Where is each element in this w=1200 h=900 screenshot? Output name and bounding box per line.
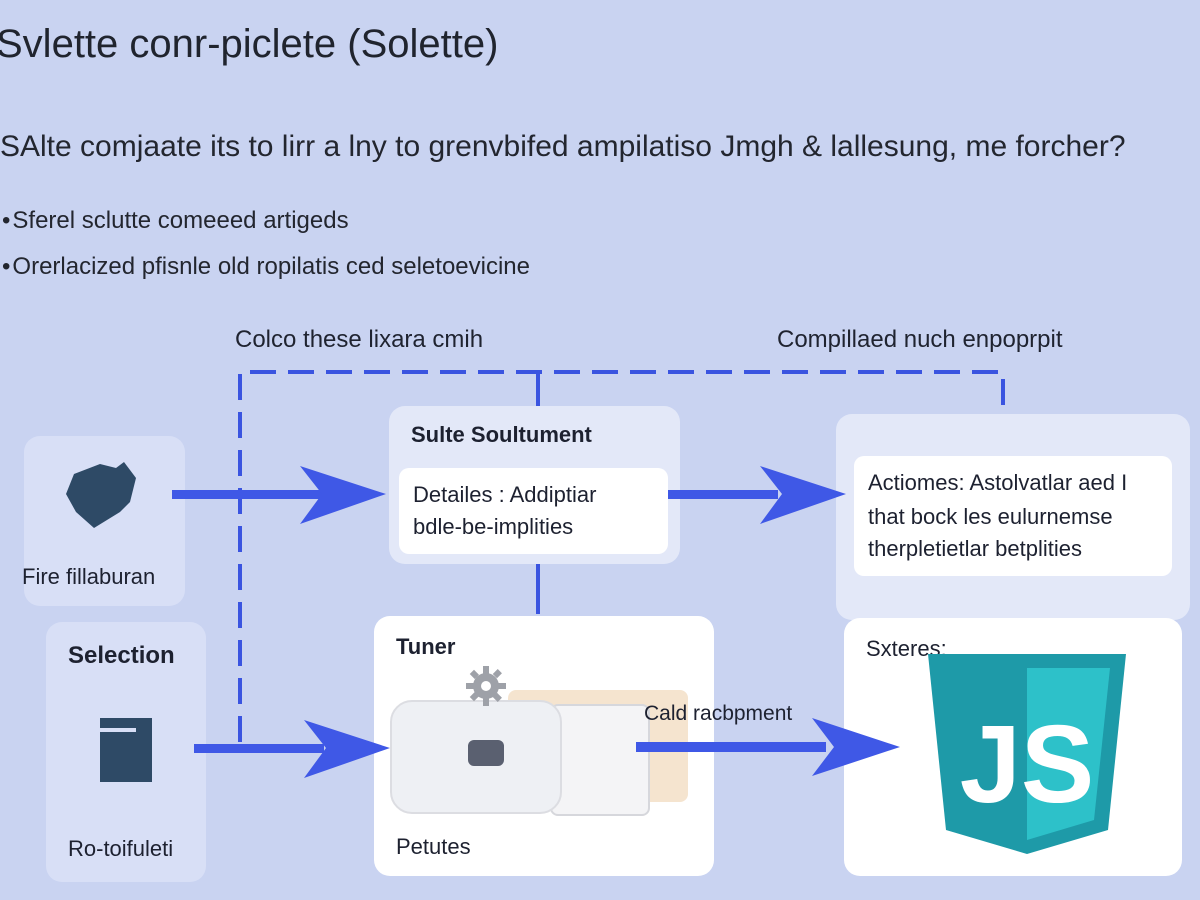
file-node[interactable]: Fire fillaburan bbox=[22, 436, 185, 606]
selection-node[interactable]: Selection Ro-toifuleti bbox=[46, 622, 206, 882]
tuner-node-title: Tuner bbox=[396, 634, 456, 659]
arrow-head bbox=[760, 466, 846, 524]
edge-label: Cald racbpment bbox=[644, 702, 793, 725]
arrow-solute-to-actions bbox=[668, 490, 778, 499]
javascript-logo-icon: JS bbox=[928, 654, 1126, 854]
bullet-list: Sferel sclutte comeeed artigeds Orerlaci… bbox=[2, 198, 530, 290]
tuner-node-label: Petutes bbox=[396, 834, 471, 859]
selection-node-label: Ro-toifuleti bbox=[68, 836, 174, 861]
selection-node-title: Selection bbox=[68, 642, 175, 669]
solute-node[interactable]: Sulte Soultument Detailes : Addiptiar bd… bbox=[389, 406, 680, 564]
solute-detail-line: Detailes : Addiptiar bbox=[413, 482, 597, 507]
solute-detail-line: bdle-be-implities bbox=[413, 514, 574, 539]
shape-icon bbox=[66, 462, 136, 528]
actions-detail-box: Actiomes: Astolvatlar aed I that bock le… bbox=[854, 456, 1172, 576]
solute-detail-box: Detailes : Addiptiar bdle-be-implities bbox=[399, 468, 668, 554]
connector-label-right: Compillaed nuch enpoprpit bbox=[777, 326, 1063, 353]
actions-line: Actiomes: Astolvatlar aed I bbox=[868, 470, 1128, 495]
sxteres-node[interactable]: Sxteres: JS bbox=[844, 618, 1182, 876]
bullet-item: Sferel sclutte comeeed artigeds bbox=[2, 198, 530, 244]
tuner-illustration bbox=[388, 666, 688, 816]
actions-line: therpletietlar betplities bbox=[868, 536, 1083, 561]
actions-line: that bock les eulurnemse bbox=[868, 504, 1113, 529]
javascript-logo-text: JS bbox=[960, 703, 1095, 826]
solute-node-title: Sulte Soultument bbox=[411, 422, 592, 447]
file-node-label: Fire fillaburan bbox=[22, 564, 156, 589]
arrow-head bbox=[300, 466, 386, 524]
file-icon bbox=[100, 718, 152, 782]
actions-node[interactable]: Actiomes: Astolvatlar aed I that bock le… bbox=[836, 414, 1190, 620]
device-panel bbox=[550, 704, 650, 816]
page-subtitle: SAlte comjaate its to lirr a lny to gren… bbox=[0, 130, 1126, 163]
gear-icon bbox=[466, 666, 506, 706]
chip-icon bbox=[468, 740, 504, 766]
connector-label-left: Colco these lixara cmih bbox=[235, 326, 484, 353]
page-title: Svlette conr-piclete (Solette) bbox=[0, 22, 499, 66]
tuner-node[interactable]: Tuner Petutes bbox=[374, 616, 714, 876]
arrow-file-to-solute bbox=[172, 490, 322, 499]
bullet-item: Orerlacized pfisnle old ropilatis ced se… bbox=[2, 244, 530, 290]
arrow-selection-to-tuner bbox=[194, 744, 324, 753]
